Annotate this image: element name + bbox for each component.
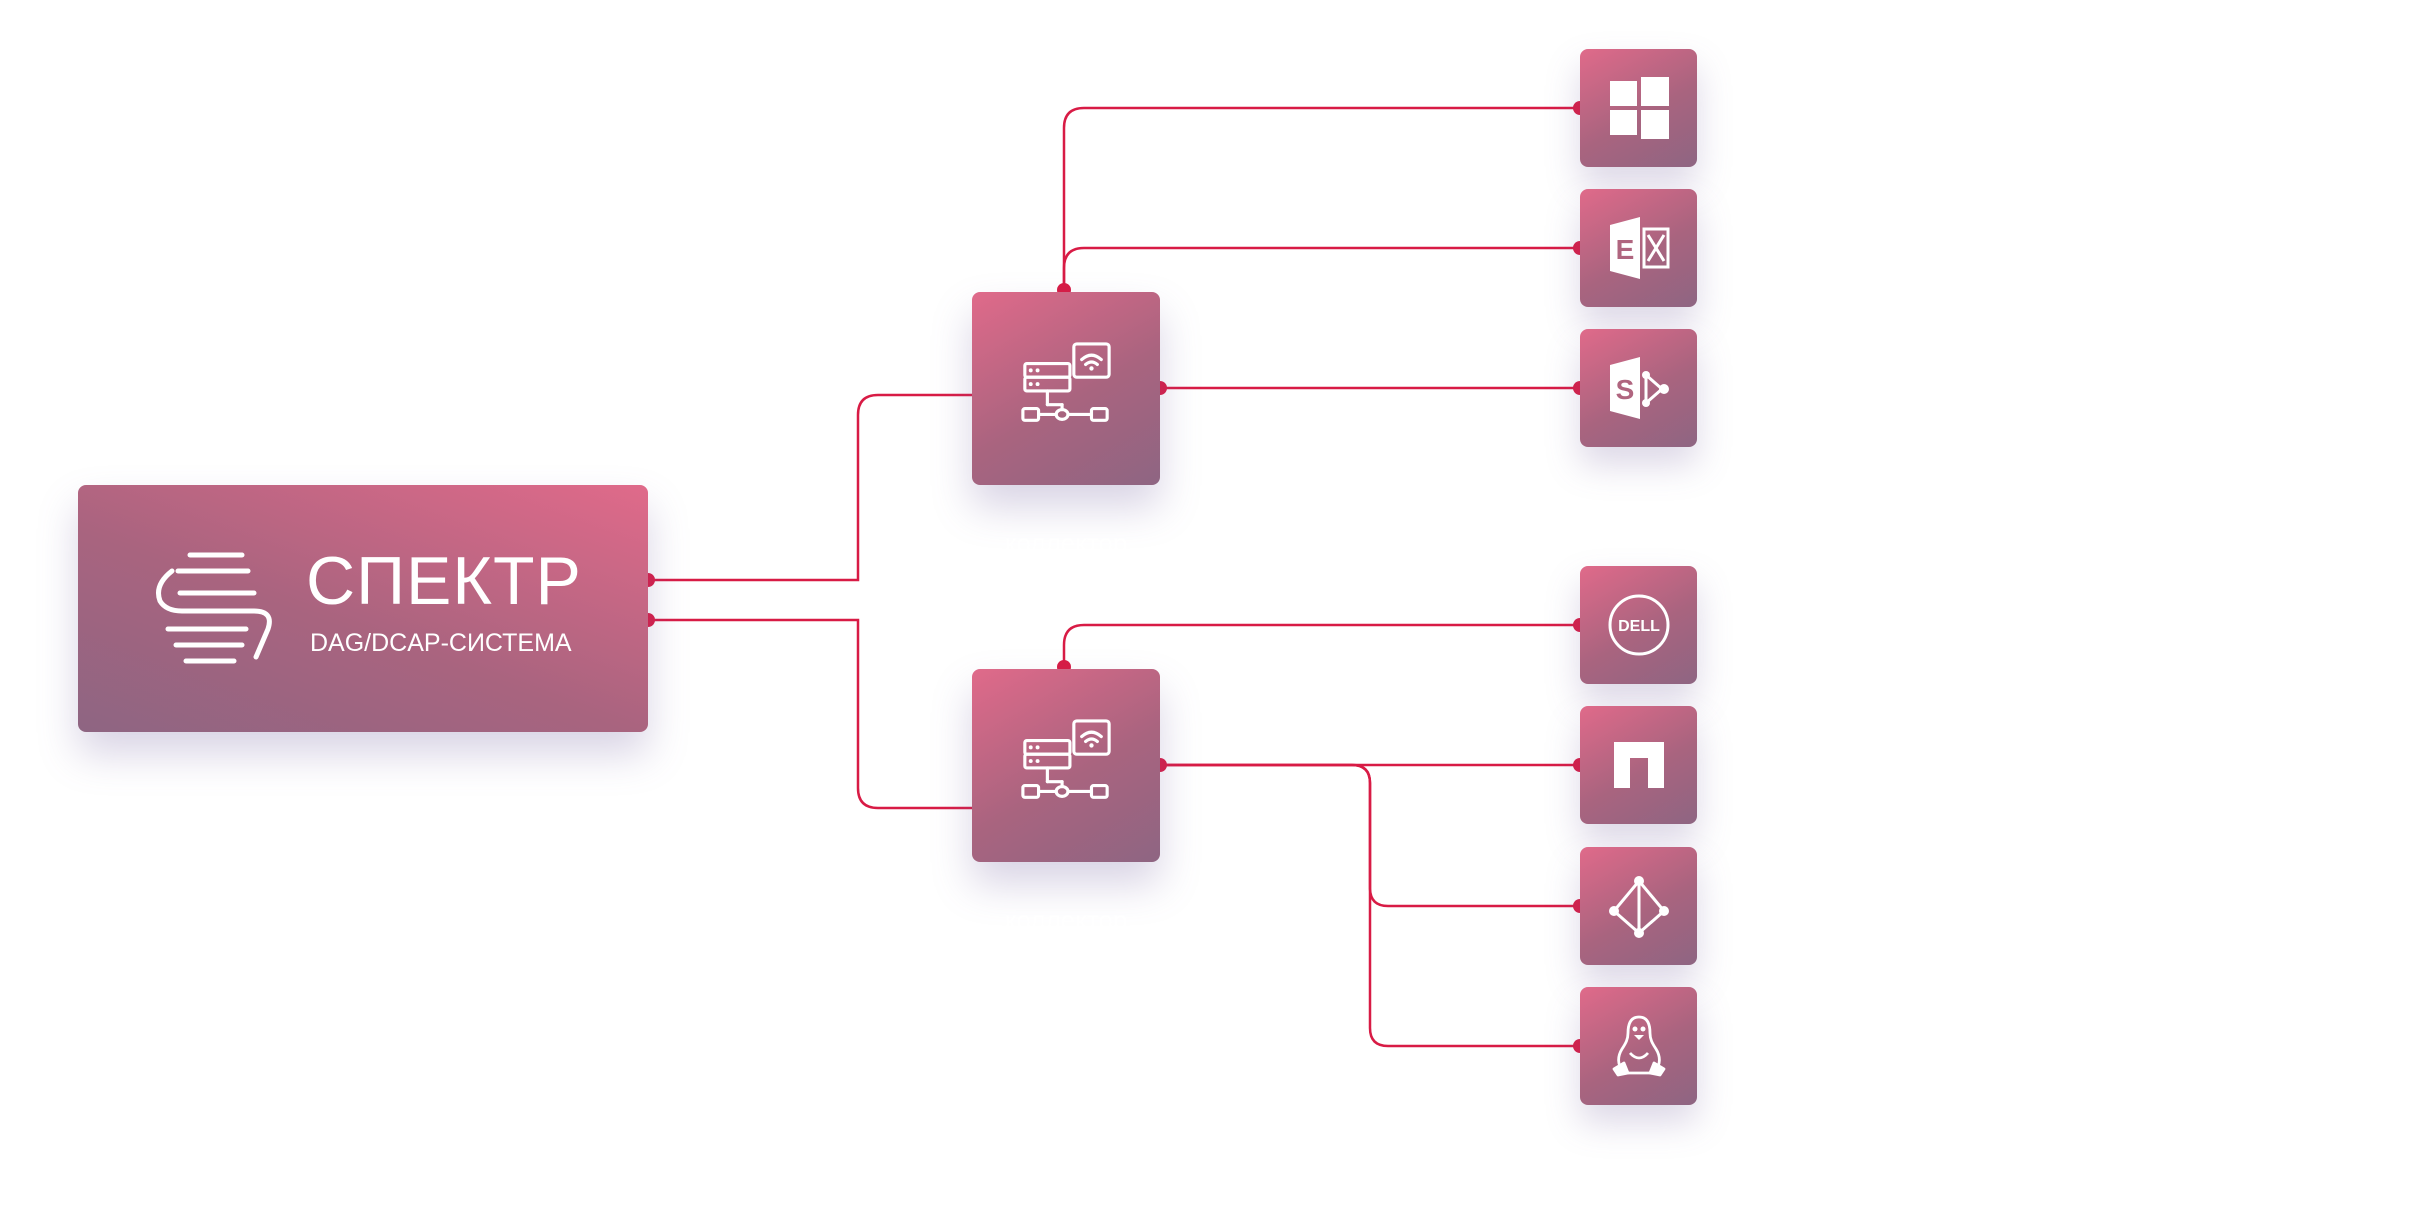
netapp-icon [1614,742,1664,788]
svg-text:E: E [1616,234,1635,265]
source-label-exchange: MS Exchange [1758,232,1933,263]
spektr-logo-icon [156,552,272,664]
source-label-sharepoint: MS SharePoint [1758,372,1947,403]
windows-icon [1610,77,1669,139]
server-network-icon [1021,719,1111,799]
source-label-network-share: Samba/CIFS shares [1758,890,2011,921]
source-tile-windows [1580,49,1697,167]
source-tile-netapp [1580,706,1697,824]
source-tile-exchange: E [1580,189,1697,307]
source-tile-linux [1580,987,1697,1105]
system-subtitle: DAG/DCAP-СИСТЕМА [310,629,572,657]
exchange-icon: E [1610,217,1670,279]
spektr-system-box: СПЕКТР DAG/DCAP-СИСТЕМА [78,485,648,732]
sharepoint-icon: S [1610,357,1669,419]
collector-label-1: коллектор [1004,528,1128,558]
system-name: СПЕКТР [306,543,582,619]
svg-text:S: S [1616,374,1635,405]
linux-icon [1612,1015,1666,1077]
source-label-windows: Windows file servers and domain controll… [1758,92,2306,123]
svg-text:DELL: DELL [1618,618,1660,635]
collector-node-2 [972,669,1160,862]
server-network-icon [1021,342,1111,422]
network-share-icon [1609,876,1669,938]
dell-icon: DELL [1608,594,1670,656]
source-tile-dell: DELL [1580,566,1697,684]
source-tile-sharepoint: S [1580,329,1697,447]
source-label-linux: Linux file servers and domain controller… [1758,1030,2260,1061]
collector-node-1 [972,292,1160,485]
source-label-dell: Dell EMC [1758,609,1877,640]
source-label-netapp: NetApp [1758,749,1852,780]
collector-label-2: коллектор [1004,905,1128,935]
source-tile-network-share [1580,847,1697,965]
